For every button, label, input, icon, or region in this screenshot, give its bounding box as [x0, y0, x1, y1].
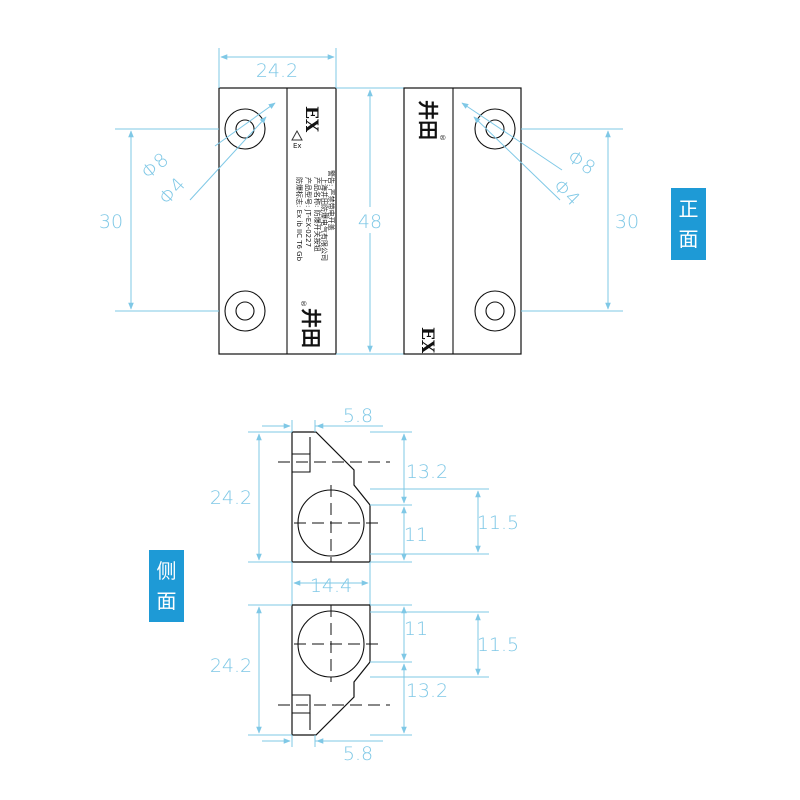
upper-circle-center-dim: 11	[404, 524, 428, 546]
lower-circle-offset-dim: 11.5	[477, 634, 519, 656]
right-phi8-leader	[461, 102, 563, 171]
right-phi4-leader	[473, 116, 561, 201]
left-width-dim: 24.2	[256, 60, 298, 82]
spec-line-1: 产品名称: 防爆开关按钮	[313, 177, 322, 252]
overall-height-dimension: 48	[336, 87, 404, 355]
side-lower-profile	[278, 604, 390, 736]
left-phi8-leader	[214, 102, 276, 147]
side-lower-dimensions: 24.2 11 13.2 11.5 5.8	[210, 604, 519, 765]
overall-height-dim: 48	[358, 211, 382, 233]
spec-line-4: 警告: 严禁带电开盖	[327, 170, 336, 231]
lower-bottom-width-dim: 5.8	[343, 743, 373, 765]
left-phi4-label: Φ4	[155, 174, 190, 210]
left-body-outline	[218, 87, 337, 355]
front-view-label: 正 面	[671, 188, 706, 260]
right-top-hole-outer	[474, 108, 516, 150]
left-registered-mark: ®	[299, 300, 307, 307]
spec-label: 产品名称: 防爆开关按钮 产品型号: JT-EX-0227 防爆标志: Ex i…	[295, 170, 336, 262]
left-phi4-leader	[189, 116, 267, 201]
right-body-outline	[403, 87, 522, 355]
side-view-label: 侧 面	[149, 550, 184, 622]
left-brand-logo: 井田	[299, 308, 323, 348]
left-top-hole-inner	[235, 119, 255, 139]
right-brand-logo: 井田	[416, 100, 440, 140]
lower-step	[292, 694, 311, 714]
side-upper-dimensions: 5.8 24.2 13.2 11 11.5	[210, 405, 519, 563]
svg-text:Ex: Ex	[293, 142, 302, 150]
right-phi4-label: Φ4	[548, 175, 584, 211]
left-phi8-label: Φ8	[137, 149, 173, 184]
upper-top-width-dim: 5.8	[343, 405, 373, 427]
right-phi8-label: Φ8	[563, 146, 599, 180]
right-ex-mark: EX	[417, 327, 437, 354]
left-top-hole-outer	[224, 108, 266, 150]
upper-step	[292, 453, 311, 473]
lower-height-dim: 24.2	[210, 655, 252, 677]
total-width-dim: 14.4	[310, 575, 352, 597]
lower-step-dim: 13.2	[406, 680, 448, 702]
spec-line-2: 产品型号: JT-EX-0227	[304, 177, 313, 247]
front-left-part: EX 井田 ® Ex 产品名称: 防爆开关按钮 产品型号: JT-EX-0227…	[218, 87, 337, 355]
right-bottom-hole-inner	[485, 301, 505, 321]
left-bottom-hole-inner	[235, 301, 255, 321]
spec-line-3: 防爆标志: Ex ib IIC T6 Gb	[295, 177, 304, 262]
side-total-width-dimension: 14.4	[291, 562, 371, 605]
side-upper-profile	[278, 431, 390, 563]
right-registered-mark: ®	[438, 134, 446, 141]
spec-line-5: 上海井田防爆电气有限公司	[320, 177, 329, 261]
ex-certification-icon: Ex	[291, 129, 303, 150]
left-ex-mark: EX	[301, 106, 321, 133]
left-bottom-hole-outer	[224, 290, 266, 332]
lower-circle-center-dim: 11	[404, 618, 428, 640]
front-right-part: 井田 ® EX	[403, 87, 522, 355]
upper-height-dim: 24.2	[210, 487, 252, 509]
right-height-dim: 30	[615, 211, 639, 233]
right-bottom-hole-outer	[474, 290, 516, 332]
upper-step-dim: 13.2	[406, 461, 448, 483]
left-height-dim: 30	[99, 211, 123, 233]
upper-circle-offset-dim: 11.5	[477, 512, 519, 534]
